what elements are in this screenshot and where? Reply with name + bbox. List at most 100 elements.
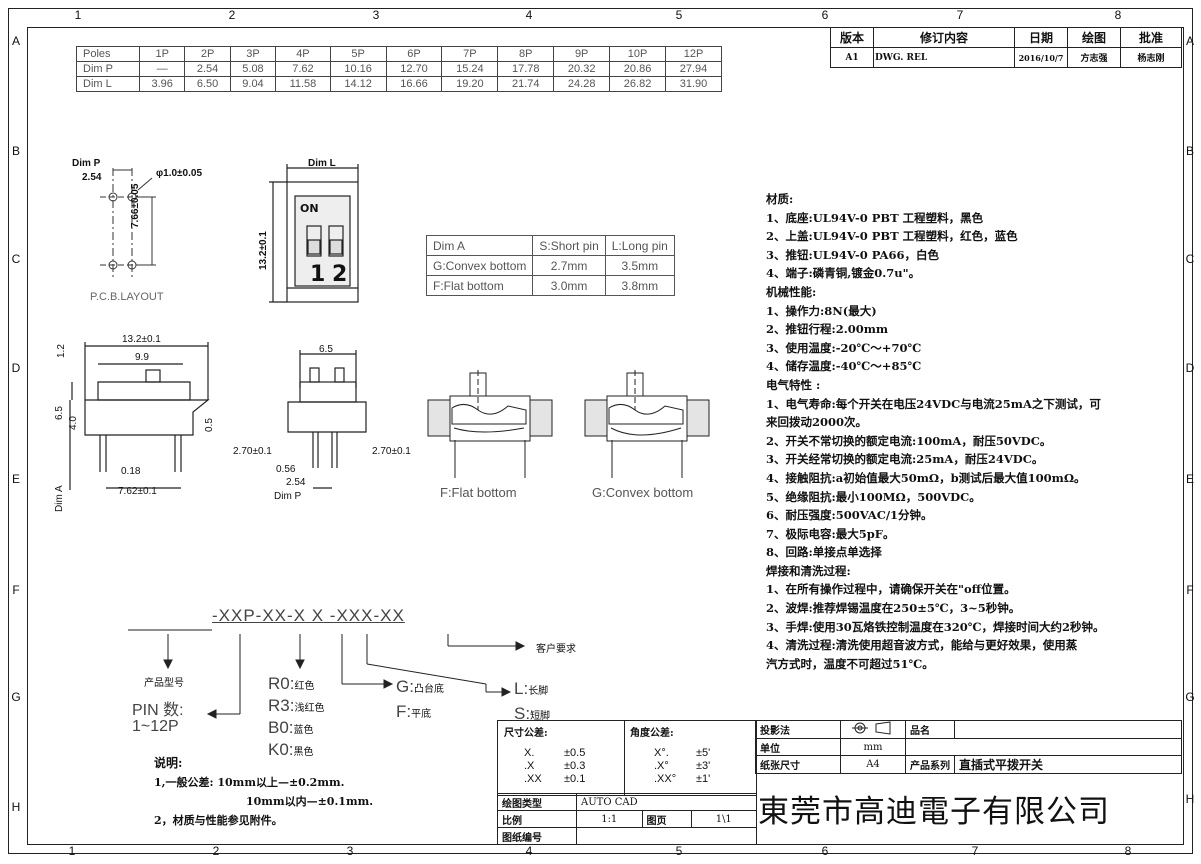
table-cell: 7P: [441, 46, 499, 62]
spec-line: 焊接和清洗过程:: [766, 563, 851, 578]
table-cell: 21.74: [497, 76, 555, 92]
table-row: 版本 修订内容 日期 绘图 批准: [830, 27, 1182, 48]
spec-line: 5、绝缘阻抗:最小100MΩ，500VDC。: [766, 489, 981, 504]
side-view-dim-a: Dim A: [54, 485, 65, 512]
spec-list: 材质: 1、底座:UL94V-0 PBT 工程塑料，黑色 2、上盖:UL94V-…: [766, 190, 1105, 673]
table-cell: [576, 827, 757, 845]
zone-col-label: 1: [68, 844, 76, 858]
color-name: 浅红色: [294, 703, 325, 714]
table-cell: 3P: [229, 46, 277, 62]
zone-row-label: D: [1185, 361, 1195, 375]
zone-row-label: A: [11, 34, 20, 48]
pin-name: 短脚: [530, 711, 551, 722]
table-cell: —: [138, 61, 186, 77]
spec-line: 3、手焊:使用30瓦烙铁控制温度在320℃，焊接时间大约2秒钟。: [766, 619, 1105, 634]
table-cell: S:Short pin: [532, 235, 606, 256]
notes-line: 2，材质与性能参见附件。: [154, 814, 283, 827]
table-cell: 单位: [755, 738, 841, 756]
dim-tolerance-label: 尺寸公差:: [504, 728, 548, 739]
table-cell: 14.12: [329, 76, 387, 92]
table-cell: 2.54: [184, 61, 231, 77]
table-header: 修订内容: [873, 27, 1015, 48]
table-cell: Poles: [76, 46, 140, 62]
part-code-pin-range: 1~12P: [132, 718, 179, 735]
part-code-customer: 客户要求: [536, 644, 576, 655]
spec-line: 8、回路:单接点单选择: [766, 545, 882, 560]
side-view-width: 13.2±0.1: [122, 334, 161, 345]
table-cell: 27.94: [665, 61, 722, 77]
table-row: 投影法 品名: [755, 720, 1182, 739]
table-cell: 12.70: [385, 61, 443, 77]
table-cell: DWG. REL: [873, 47, 1015, 68]
switch-position-2: 2: [332, 262, 348, 287]
table-cell: mm: [840, 738, 906, 756]
pcb-caption: P.C.B.LAYOUT: [90, 291, 164, 303]
table-cell: 6.50: [184, 76, 231, 92]
table-cell: 7.62: [275, 61, 331, 77]
table-cell: 12P: [665, 46, 722, 62]
bottom-code: F:: [396, 702, 412, 721]
spec-line: 2、推钮行程:2.00mm: [766, 322, 889, 337]
table-cell: 品名: [905, 720, 955, 739]
projection-icon: [852, 721, 891, 735]
table-cell: 产品系列: [905, 755, 955, 774]
spec-line: 来回拨动2000次。: [766, 415, 868, 430]
color-code: B0:: [268, 718, 294, 737]
front-view-width: 6.5: [319, 344, 333, 355]
part-code-colors: R0:红色 R3:浅红色 B0:蓝色 K0:黑色: [268, 674, 324, 762]
color-code: R0:: [268, 674, 295, 693]
table-row: A1 DWG. REL 2016/10/7 方志强 杨志刚: [830, 47, 1182, 68]
zone-col-label: 5: [675, 8, 683, 22]
zone-col-label: 6: [821, 844, 829, 858]
color-code: R3:: [268, 696, 295, 715]
pin-code: L:: [514, 679, 529, 698]
table-cell: 5P: [329, 46, 387, 62]
table-cell: 31.90: [665, 76, 722, 92]
table-cell: 3.96: [138, 76, 186, 92]
table-cell: 比例: [497, 810, 577, 828]
bottom-option: F:平底: [396, 701, 444, 726]
top-view-dim-l: Dim L: [308, 158, 336, 169]
zone-row-label: C: [1185, 252, 1195, 266]
spec-line: 6、耐压强度:500VAC/1分钟。: [766, 508, 933, 523]
spec-line: 2、波焊:推荐焊锡温度在250±5℃，3~5秒钟。: [766, 601, 1021, 616]
spec-line: 电气特性 :: [766, 377, 821, 392]
table-row: 单位 mm: [755, 738, 1182, 756]
table-cell: 方志强: [1067, 47, 1121, 68]
table-cell: 17.78: [497, 61, 555, 77]
zone-row-label: G: [11, 690, 21, 704]
zone-row-label: A: [1185, 34, 1194, 48]
zone-col-label: 3: [346, 844, 354, 858]
table-cell: 20.86: [609, 61, 667, 77]
spec-line: 3、推钮:UL94V-0 PA66，白色: [766, 247, 939, 262]
side-view-h2: 4.0: [68, 416, 79, 430]
part-code-pins: L:长脚 S:短脚: [514, 678, 550, 728]
company-name: 東莞市高迪電子有限公司: [758, 794, 1110, 830]
table-cell: 11.58: [275, 76, 331, 92]
part-code-bottoms: G:凸台底 F:平底: [396, 676, 444, 726]
table-cell: 纸张尺寸: [755, 755, 841, 774]
zone-row-label: G: [1185, 690, 1195, 704]
front-view-dim-p: Dim P: [274, 491, 302, 502]
zone-col-label: 7: [971, 844, 979, 858]
table-cell: 8P: [497, 46, 555, 62]
revision-table: 版本 修订内容 日期 绘图 批准 A1 DWG. REL 2016/10/7 方…: [830, 27, 1182, 68]
color-option: R3:浅红色: [268, 696, 324, 718]
color-option: K0:黑色: [268, 740, 324, 762]
table-cell: 9P: [553, 46, 611, 62]
front-view-pin: 0.56: [276, 464, 296, 475]
color-name: 黑色: [293, 747, 314, 758]
zone-col-label: 6: [821, 8, 829, 22]
table-cell: 2016/10/7: [1014, 47, 1068, 68]
part-code-product: 产品型号: [144, 678, 184, 689]
spec-line: 机械性能:: [766, 284, 817, 299]
angle-tolerance-label: 角度公差:: [630, 728, 674, 739]
table-cell: 图纸编号: [497, 827, 577, 845]
spec-line: 4、端子:磷青铜,镀金0.7u"。: [766, 266, 921, 281]
